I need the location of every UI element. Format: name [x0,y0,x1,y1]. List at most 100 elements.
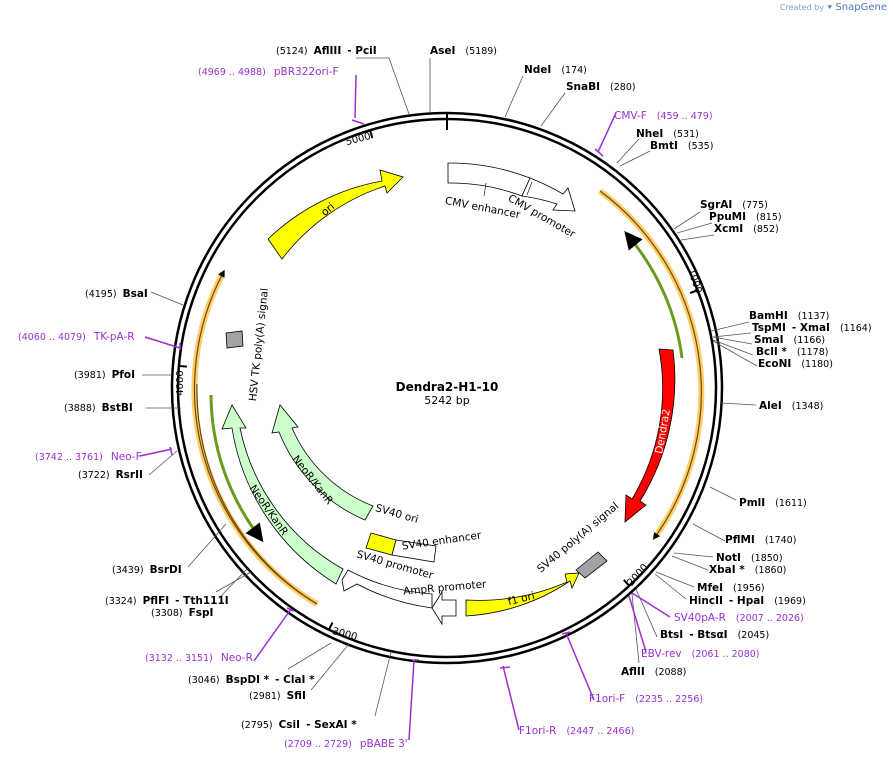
restriction-site-label[interactable]: AseI (5189) [430,45,497,57]
site-enzyme: BamHI [749,310,788,322]
site-enzyme: PmlI [739,497,765,509]
feature-label-sv40-enhancer: SV40 enhancer [401,529,483,552]
site-enzyme: AseI [430,45,455,57]
primer-label[interactable]: (3742 .. 3761)Neo-F [35,451,142,463]
feature-dendra2[interactable] [624,348,676,523]
primer-label[interactable]: (4060 .. 4079) TK-pA-R [18,331,135,343]
site-enzyme: NheI [636,128,663,140]
primer-label[interactable]: EBV-rev(2061 .. 2080) [641,648,760,660]
restriction-site-label[interactable]: (2795)CsiI- SexAI * [241,719,357,731]
primer-label[interactable]: CMV-F(459 .. 479) [614,110,713,122]
primer-labels: (4969 .. 4988)pBR322ori-F CMV-F(459 .. 47… [18,66,804,750]
restriction-site-label[interactable]: TspMI- XmaI(1164) [752,322,872,334]
site-enzyme: FspI [189,607,214,619]
tick-mark [689,289,698,295]
primer-range: (2447 .. 2466) [566,726,634,737]
primer-label[interactable]: (2709 .. 2729)pBABE 3' [284,738,408,750]
primer-range: (2007 .. 2026) [736,613,804,624]
primer-name: Neo-R [221,652,253,664]
primer-label[interactable]: F1ori-R(2447 .. 2466) [519,725,634,737]
tick-mark [178,364,187,368]
restriction-site-label[interactable]: (5124)AflIII- PciI [276,45,377,57]
primer-label[interactable]: SV40pA-R(2007 .. 2026) [674,612,804,624]
feature-label-dendra2: Dendra2 [653,408,673,455]
primer-label[interactable]: (4969 .. 4988)pBR322ori-F [198,66,339,78]
restriction-site-label[interactable]: SmaI(1166) [754,334,825,346]
restriction-site-label[interactable]: EcoNI(1180) [758,358,833,370]
site-enzyme: BclI * [756,346,787,358]
site-position: (3308) [151,608,183,619]
primer-markers [139,74,671,741]
site-enzyme: - PciI [347,45,376,57]
restriction-site-label[interactable]: (2981)SfiI [249,690,306,702]
site-position: (3046) [188,675,220,686]
restriction-site-label[interactable]: (3722)RsrII [78,469,143,481]
restriction-site-label[interactable]: AleI(1348) [759,400,823,412]
site-enzyme: SmaI [754,334,784,346]
restriction-site-label[interactable]: NheI(531) [636,128,699,140]
restriction-site-label[interactable]: PpuMI(815) [709,211,782,223]
primer-name: Neo-F [111,451,142,463]
restriction-site-label[interactable]: (3981)PfoI [74,369,135,381]
site-enzyme: XcmI [714,223,743,235]
restriction-site-label[interactable]: (3439)BsrDI [112,564,182,576]
site-enzyme: - XmaI [792,322,830,334]
site-position: (3722) [78,470,110,481]
restriction-site-label[interactable]: XbaI *(1860) [709,564,786,576]
restriction-site-label[interactable]: PflMI(1740) [725,534,796,546]
site-position: (2045) [738,630,770,641]
restriction-site-label[interactable]: SnaBI(280) [566,81,636,93]
restriction-site-label[interactable]: XcmI(852) [714,223,779,235]
restriction-site-label[interactable]: BtsI- BtsαI(2045) [660,629,769,641]
feature-sv40-promoter[interactable] [341,569,433,609]
restriction-site-label[interactable]: AflII(2088) [621,666,686,678]
feature-label-sv40-polya: SV40 poly(A) signal [535,500,621,575]
feature-f1-ori[interactable] [465,572,580,617]
primer-range: (4060 .. 4079) [18,332,86,343]
site-position: (1956) [733,583,765,594]
restriction-site-label[interactable]: BclI *(1178) [756,346,828,358]
feature-ori[interactable] [267,169,404,260]
feature-sv40-polya[interactable] [575,551,608,579]
restriction-site-label[interactable]: (3046)BspDI *- ClaI * [188,674,315,686]
site-position: (1180) [801,359,833,370]
restriction-site-label[interactable]: (3324)PflFI- Tth111I [105,595,229,607]
feature-cmv-enhancer[interactable] [447,162,531,197]
primer-label[interactable]: (3132 .. 3151) Neo-R [145,652,253,664]
feature-cmv-promoter[interactable] [521,177,576,212]
restriction-site-label[interactable]: HincII- HpaI(1969) [689,595,806,607]
feature-label-ampr-promoter: AmpR promoter [403,578,488,597]
snapgene-credit: Created by ⯆ SnapGene [780,2,887,13]
primer-range: (4969 .. 4988) [198,67,266,78]
primer-range: (3132 .. 3151) [145,653,213,664]
restriction-site-label[interactable]: (3308) FspI [151,607,213,619]
restriction-site-label[interactable]: NdeI(174) [524,64,587,76]
restriction-site-label[interactable]: NotI(1850) [716,552,783,564]
site-enzyme: BtsI [660,629,683,641]
site-enzyme: PflFI [143,595,170,607]
credit-prefix: Created by [779,3,824,12]
site-enzyme: - Tth111I [175,595,229,607]
restriction-site-label[interactable]: SgrAI(775) [700,199,768,211]
primer-name: F1ori-F [589,693,625,705]
primer-name: TK-pA-R [93,331,135,343]
site-position: (5189) [465,46,497,57]
primer-label[interactable]: F1ori-F(2235 .. 2256) [589,693,703,705]
feature-hsv-tk-polya[interactable] [225,330,244,349]
feature-ampr-promoter[interactable] [431,590,457,626]
primer-name: EBV-rev [641,648,682,660]
restriction-site-label[interactable]: (4195)BsaI [85,288,148,300]
feature-sv40-enhancer[interactable] [391,539,437,563]
restriction-site-label[interactable]: (3888)BstBI [64,402,133,414]
feature-neor-inner[interactable] [271,404,374,521]
restriction-site-label[interactable]: MfeI(1956) [697,582,765,594]
restriction-site-label[interactable]: PmlI(1611) [739,497,807,509]
site-position: (280) [610,82,636,93]
restriction-site-label[interactable]: BmtI(535) [650,140,713,152]
feature-neor-outer[interactable] [221,404,344,585]
site-enzyme: CsiI [279,719,300,731]
site-position: (1850) [751,553,783,564]
restriction-site-label[interactable]: BamHI(1137) [749,310,829,322]
